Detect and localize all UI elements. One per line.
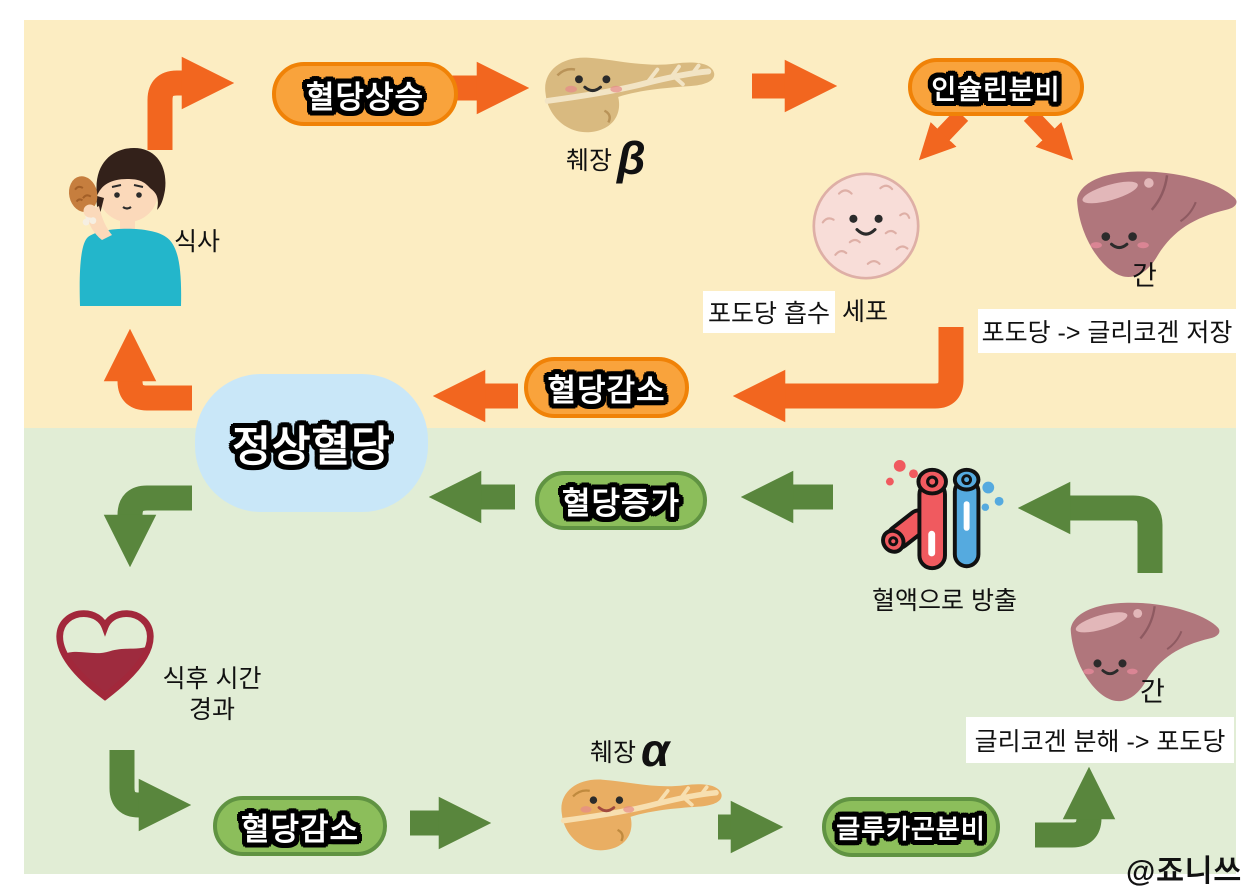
time-elapsed-label: 식후 시간 경과	[156, 664, 268, 727]
author-signature: @죠니쓰	[1126, 855, 1243, 888]
glycogen-storage-note: 포도당 -> 글리코겐 저장	[978, 309, 1236, 353]
cell-label: 세포	[842, 298, 889, 326]
blood-sugar-fall-label-top: 혈당감소	[547, 373, 666, 408]
cell-icon	[812, 172, 920, 280]
pancreas-beta-icon	[544, 57, 715, 133]
glucagon-secretion-badge: 글루카곤분비	[822, 797, 1000, 857]
pancreas-alpha-icon	[560, 779, 722, 851]
time-elapsed-line1: 식후 시간	[162, 665, 262, 693]
pancreas-alpha-label-text: 췌장	[590, 739, 637, 767]
liver-bottom-label: 간	[1140, 677, 1165, 707]
blood-sugar-rise-badge: 혈당상승	[272, 62, 458, 126]
pancreas-alpha-glyph: α	[641, 724, 670, 776]
blood-sugar-rise-label: 혈당상승	[305, 79, 425, 115]
insulin-secretion-badge: 인슐린분비	[908, 58, 1084, 116]
blood-vessels-icon	[881, 459, 1004, 571]
liver-bottom-icon	[1070, 602, 1220, 702]
meal-label: 식사	[174, 228, 221, 256]
blood-sugar-fall-label-bottom: 혈당감소	[240, 811, 360, 847]
release-to-blood-label: 혈액으로 방출	[872, 587, 1017, 615]
time-elapsed-line2: 경과	[188, 696, 235, 725]
liver-top-label: 간	[1132, 261, 1157, 291]
normal-blood-sugar-label: 정상혈당	[232, 422, 391, 470]
blood-sugar-fall-badge-top: 혈당감소	[524, 357, 689, 418]
glucagon-secretion-label: 글루카곤분비	[836, 813, 986, 844]
pancreas-label-text: 췌장	[566, 147, 613, 175]
glucose-absorption-note: 포도당 흡수	[703, 291, 835, 333]
person-eating-icon	[68, 148, 182, 306]
blood-sugar-increase-label: 혈당증가	[561, 486, 681, 521]
blood-sugar-fall-badge-bottom: 혈당감소	[213, 796, 387, 856]
blood-sugar-increase-badge: 혈당증가	[535, 471, 707, 530]
insulin-secretion-label: 인슐린분비	[931, 74, 1061, 105]
liver-top-icon	[1077, 171, 1237, 278]
heart-blood-level-icon	[56, 610, 154, 701]
normal-blood-sugar-blob: 정상혈당	[195, 374, 428, 512]
glycogen-breakdown-note: 글리코겐 분해 -> 포도당	[966, 717, 1234, 763]
pancreas-beta-glyph: β	[617, 132, 646, 184]
